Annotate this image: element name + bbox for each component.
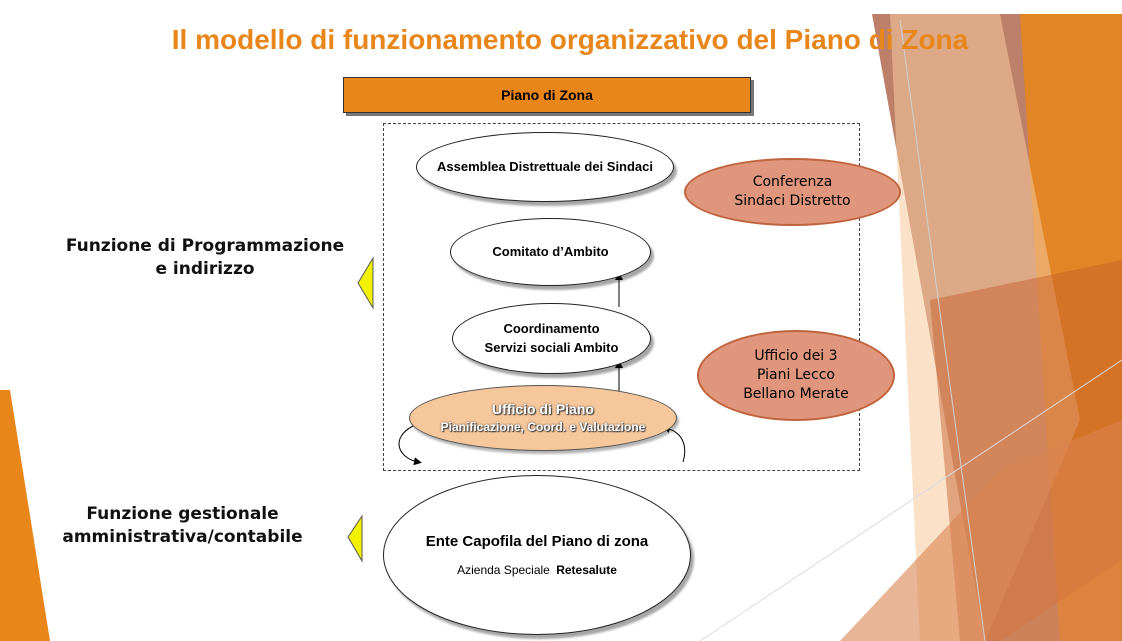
- node-ente-title: Ente Capofila del Piano di zona: [425, 533, 649, 551]
- node-conferenza: Conferenza Sindaci Distretto: [684, 158, 901, 226]
- node-ufficio-di-piano: Ufficio di Piano Pianificazione, Coord. …: [409, 385, 677, 451]
- loop-arrow-left: [398, 425, 422, 466]
- function-programmazione-line2: e indirizzo: [155, 258, 255, 279]
- bottom-right-orange: [840, 420, 1122, 641]
- node-conferenza-line2: Sindaci Distretto: [734, 193, 851, 209]
- node-ufficio-3-line1: Ufficio dei 3: [754, 348, 838, 365]
- function-gestionale-line1: Funzione gestionale: [86, 504, 279, 524]
- node-comitato: Comitato d’Ambito: [450, 218, 651, 286]
- function-programmazione-line1: Funzione di Programmazione: [65, 236, 345, 256]
- node-coordinamento: Coordinamento Servizi sociali Ambito: [452, 303, 651, 374]
- node-ente-subtitle-prefix: Azienda Speciale: [457, 563, 550, 578]
- piano-di-zona-header: Piano di Zona: [343, 77, 751, 113]
- node-ufficio-3-line2: Piani Lecco: [757, 367, 835, 384]
- node-ufficio-di-piano-title: Ufficio di Piano: [492, 400, 594, 417]
- node-ufficio-3: Ufficio dei 3 Piani Lecco Bellano Merate: [697, 330, 895, 421]
- function-gestionale-label: Funzione gestionale amministrativa/conta…: [55, 503, 310, 549]
- programming-frame: [383, 123, 860, 471]
- thin-line-1: [899, 19, 986, 641]
- node-ufficio-di-piano-subtitle: Pianificazione, Coord. e Valutazione: [440, 420, 646, 435]
- thin-line-2: [699, 359, 1122, 641]
- function-programmazione-label: Funzione di Programmazione e indirizzo: [55, 235, 355, 281]
- node-comitato-label: Comitato d’Ambito: [492, 243, 609, 259]
- node-ufficio-3-line3: Bellano Merate: [743, 385, 849, 402]
- node-coordinamento-line2: Servizi sociali Ambito: [484, 339, 619, 355]
- marker-triangle-programmazione: [357, 256, 374, 310]
- node-coordinamento-line1: Coordinamento: [503, 321, 600, 337]
- node-assemblea: Assemblea Distrettuale dei Sindaci: [416, 132, 674, 202]
- loop-arrow-right: [662, 425, 686, 463]
- marker-triangle-gestionale: [347, 514, 363, 563]
- node-ente-subtitle-bold: Retesalute: [556, 563, 617, 578]
- node-assemblea-label: Assemblea Distrettuale dei Sindaci: [436, 158, 654, 174]
- node-conferenza-line1: Conferenza: [752, 174, 833, 191]
- page-title: Il modello di funzionamento organizzativ…: [171, 24, 969, 55]
- node-ente-capofila: Ente Capofila del Piano di zona Azienda …: [383, 475, 691, 635]
- function-gestionale-line2: amministrativa/contabile: [62, 526, 303, 547]
- node-ente-subtitle: Azienda Speciale Retesalute: [457, 562, 617, 579]
- left-orange-sliver: [0, 390, 50, 641]
